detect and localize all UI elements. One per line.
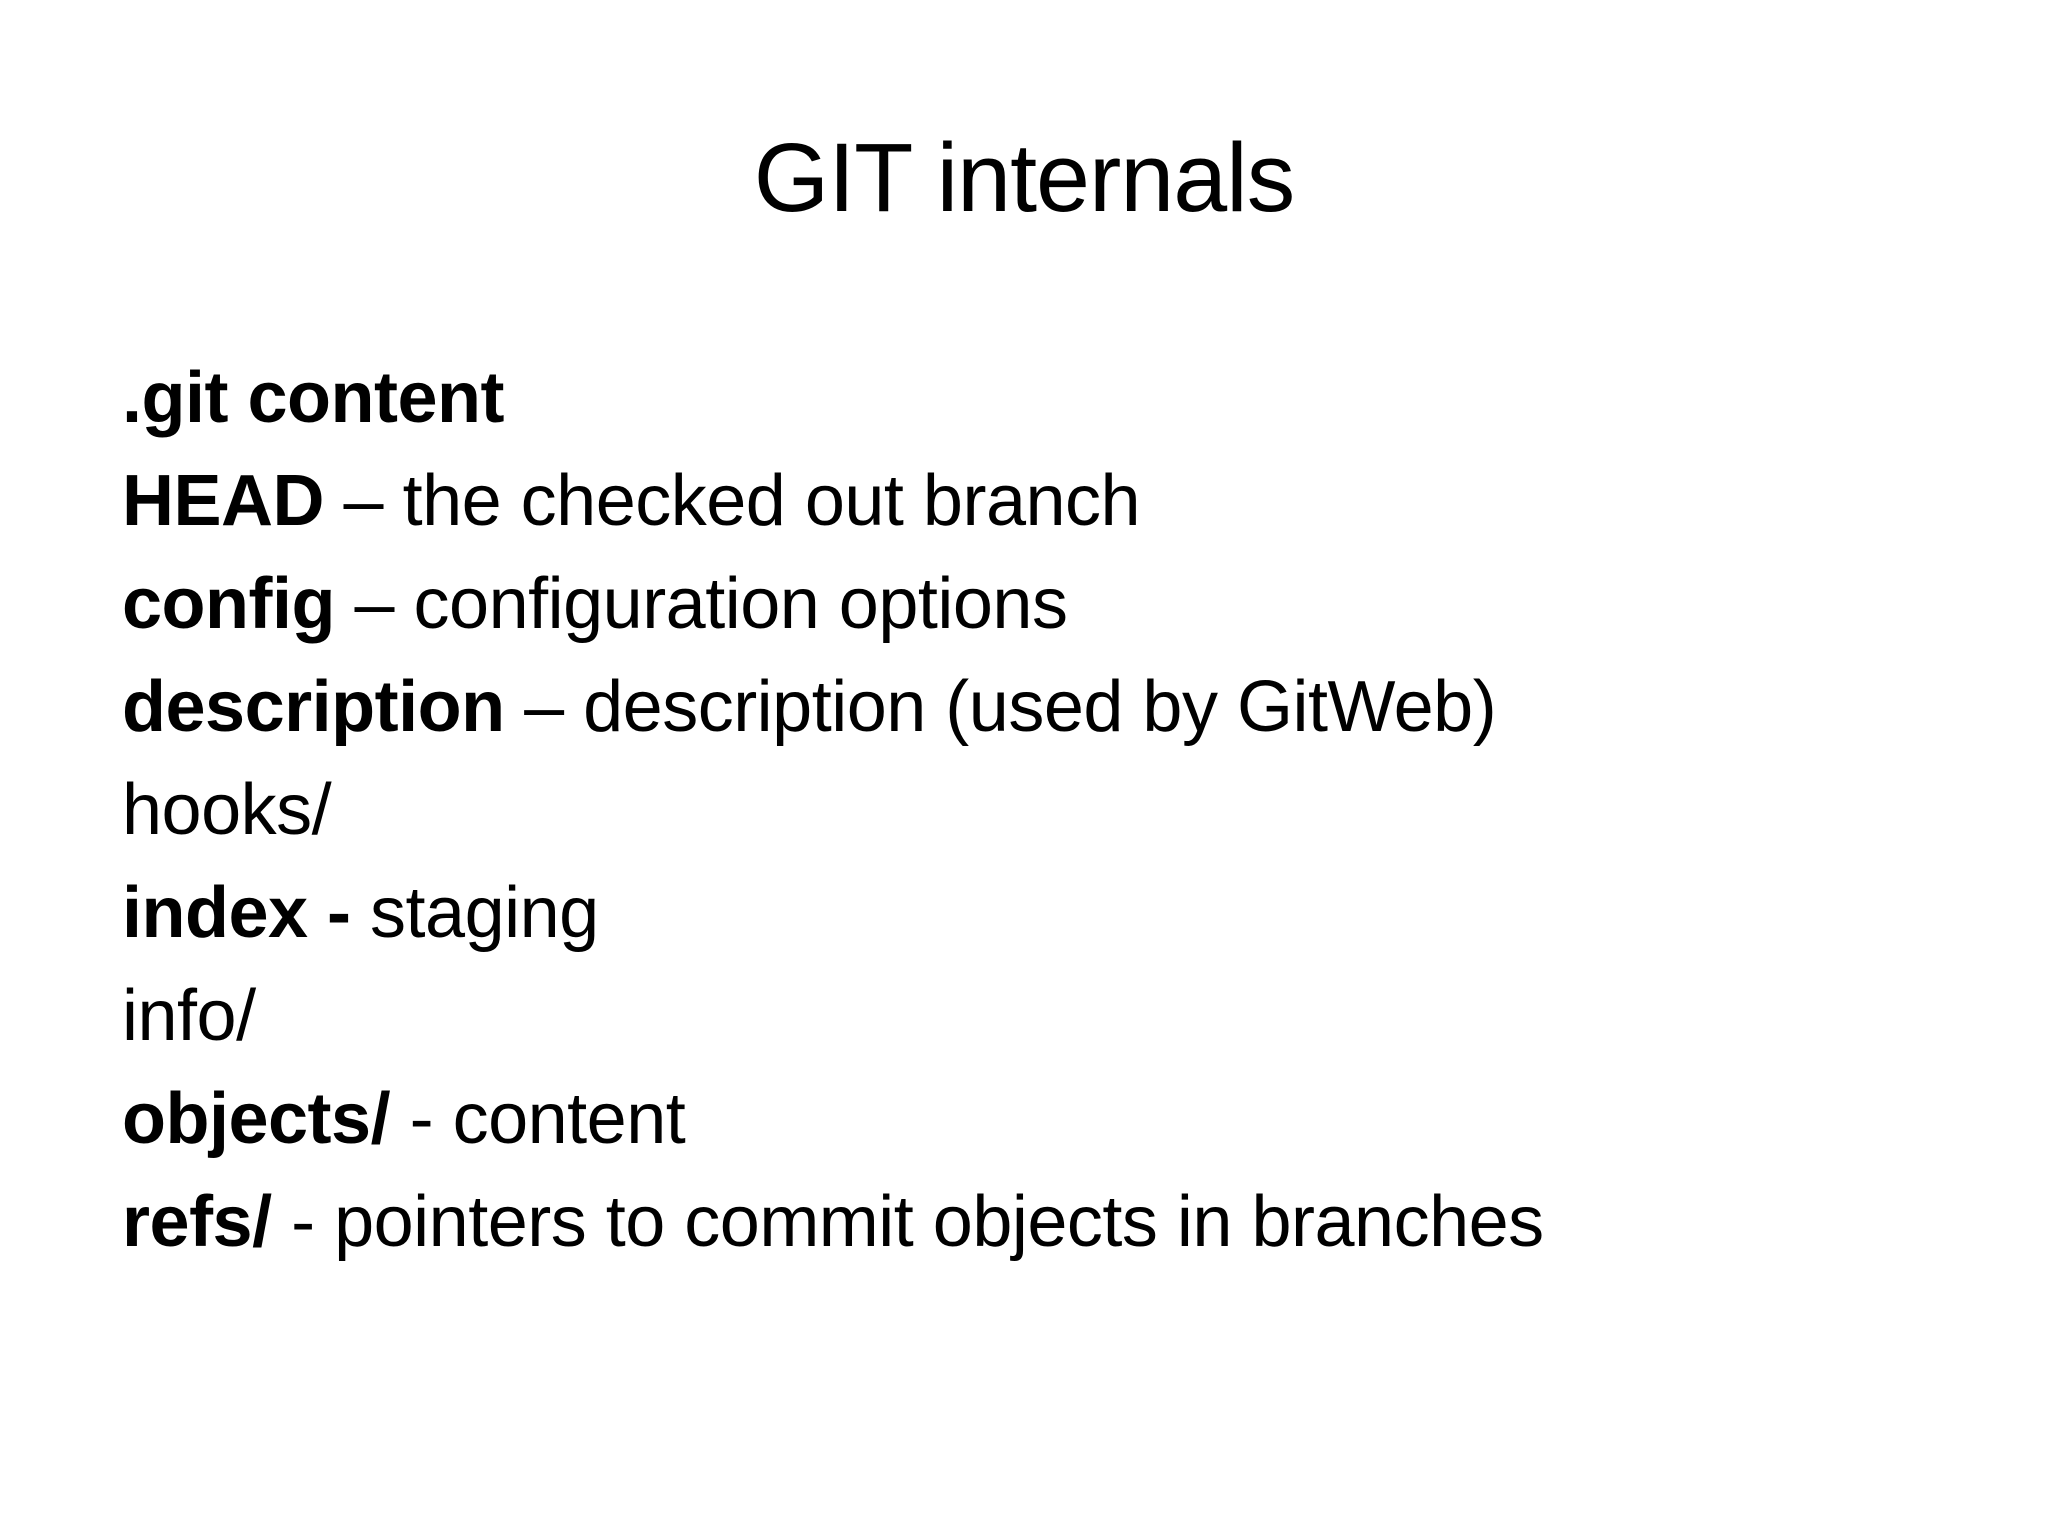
content-line: index - staging <box>122 862 1988 965</box>
line-desc: staging <box>350 873 599 953</box>
content-line: refs/ - pointers to commit objects in br… <box>122 1171 1988 1274</box>
line-term: config <box>122 564 335 644</box>
content-line: description – description (used by GitWe… <box>122 656 1988 759</box>
line-desc: - content <box>390 1079 686 1159</box>
line-desc: – description (used by GitWeb) <box>504 667 1497 747</box>
line-term: refs/ <box>122 1182 272 1262</box>
line-term: objects/ <box>122 1079 391 1159</box>
line-desc: – the checked out branch <box>324 461 1141 541</box>
content-line: objects/ - content <box>122 1068 1988 1171</box>
content-line: .git content <box>122 347 1988 450</box>
line-desc: info/ <box>122 976 256 1056</box>
line-term: description <box>122 667 505 747</box>
line-desc: - pointers to commit objects in branches <box>271 1182 1544 1262</box>
content-line: info/ <box>122 965 1988 1068</box>
line-term: .git content <box>122 358 504 438</box>
content-line: config – configuration options <box>122 553 1988 656</box>
line-desc: hooks/ <box>122 770 332 850</box>
line-desc: – configuration options <box>334 564 1068 644</box>
slide-title: GIT internals <box>753 122 1296 232</box>
line-term: HEAD <box>122 461 325 541</box>
content-line: hooks/ <box>122 759 1988 862</box>
content-line: HEAD – the checked out branch <box>122 450 1988 553</box>
line-term: index - <box>122 873 351 953</box>
